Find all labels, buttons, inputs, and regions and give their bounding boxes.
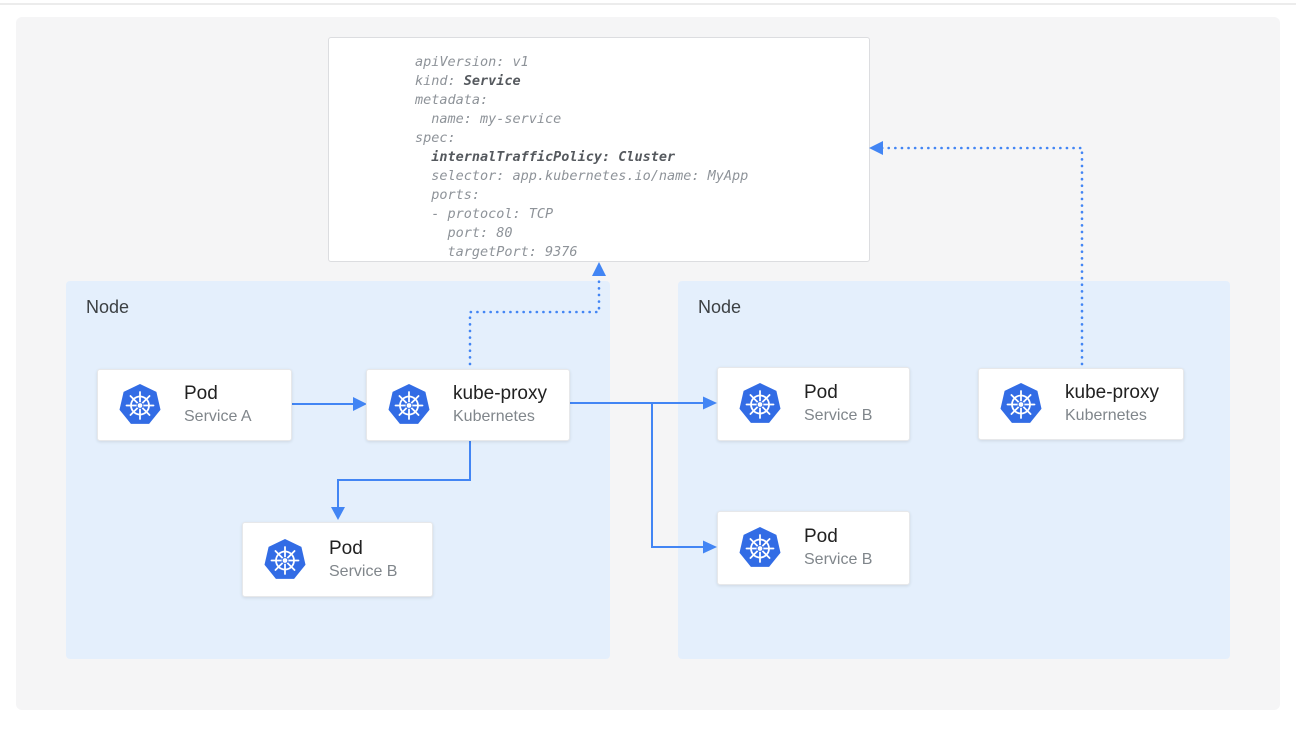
node-box-left: Node — [66, 281, 610, 659]
node-box-right: Node — [678, 281, 1230, 659]
node-label: Node — [86, 297, 130, 317]
kubernetes-icon — [263, 537, 307, 580]
card-subtitle: Kubernetes — [453, 408, 535, 425]
card-subtitle: Service A — [184, 408, 252, 425]
kubernetes-icon — [738, 382, 782, 424]
card-pod-service-b-right-top: Pod Service B — [717, 367, 910, 441]
card-pod-service-b-right-bottom: Pod Service B — [717, 511, 910, 585]
card-pod-service-b-left: Pod Service B — [242, 522, 433, 597]
card-subtitle: Service B — [329, 562, 398, 580]
card-title: Pod — [804, 526, 838, 547]
kubernetes-icon — [118, 383, 162, 425]
card-title: kube-proxy — [1065, 382, 1159, 403]
card-title: Pod — [329, 537, 363, 559]
kubernetes-icon — [738, 526, 782, 568]
card-pod-service-a: Pod Service A — [97, 369, 292, 441]
kubernetes-icon — [387, 383, 431, 425]
card-subtitle: Kubernetes — [1065, 407, 1147, 424]
card-subtitle: Service B — [804, 407, 873, 424]
node-label: Node — [698, 297, 742, 317]
kubernetes-icon — [999, 382, 1043, 424]
card-title: Pod — [804, 382, 838, 403]
card-subtitle: Service B — [804, 551, 873, 568]
card-title: Pod — [184, 383, 218, 404]
card-kube-proxy-left: kube-proxy Kubernetes — [366, 369, 570, 441]
top-divider — [0, 3, 1296, 5]
card-kube-proxy-right: kube-proxy Kubernetes — [978, 368, 1184, 440]
card-title: kube-proxy — [453, 383, 547, 404]
